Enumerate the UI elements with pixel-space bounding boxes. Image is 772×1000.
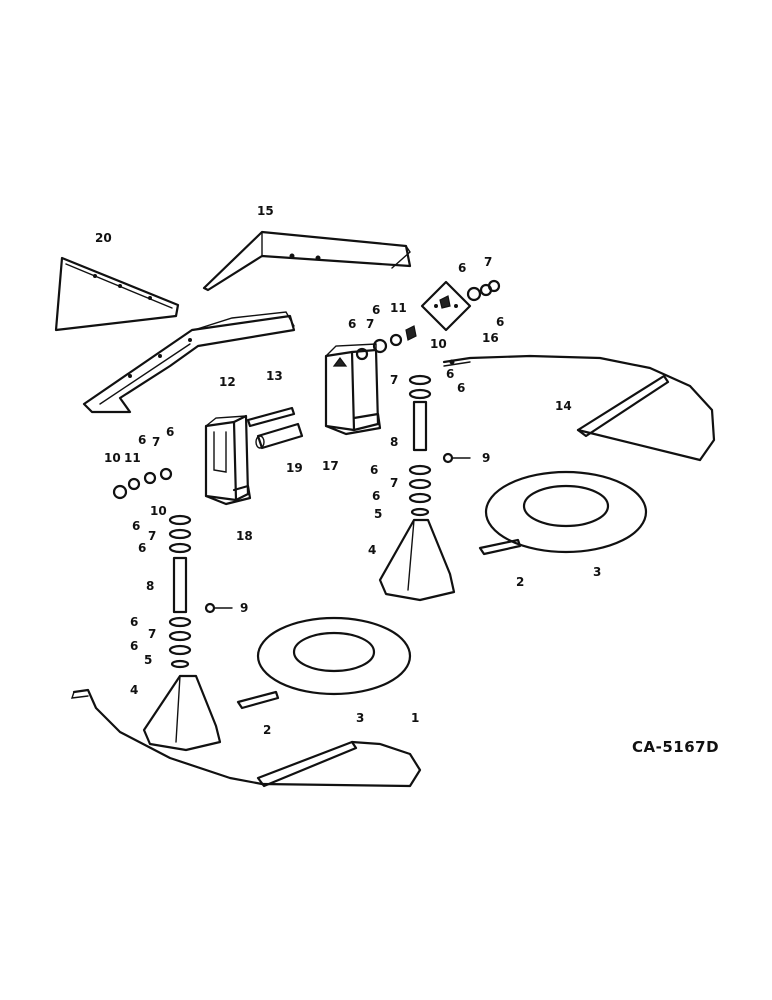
callout-4a: 4: [368, 543, 376, 557]
callout-8b: 8: [146, 579, 154, 593]
callout-10b: 10: [104, 451, 121, 465]
callout-13: 13: [266, 369, 283, 383]
left-column-hardware: [112, 467, 233, 669]
callout-6e: 6: [457, 381, 465, 395]
drawing-code: CA-5167D: [632, 738, 719, 756]
callout-17: 17: [322, 459, 339, 473]
callout-2a: 2: [516, 575, 524, 589]
part-12-lower-shield: [82, 311, 296, 414]
callout-labels: 20 15 12 13 19 18 17 16 14 11 11 10 10 1…: [95, 204, 719, 756]
callout-7e: 7: [152, 435, 160, 449]
callout-6j: 6: [132, 519, 140, 533]
part-4-left-cone: [142, 674, 222, 752]
part-2-upper-bar: [478, 538, 522, 556]
callout-15: 15: [257, 204, 274, 218]
callout-6a: 6: [348, 317, 356, 331]
callout-7b: 7: [484, 255, 492, 269]
callout-16: 16: [482, 331, 499, 345]
part-19-bushing: [255, 422, 304, 450]
part-14-upper-guard: [442, 354, 716, 462]
callout-6c: 6: [458, 261, 466, 275]
callout-6n: 6: [446, 367, 454, 381]
callout-6b: 6: [372, 303, 380, 317]
callout-6h: 6: [138, 433, 146, 447]
callout-11b: 11: [124, 451, 141, 465]
callout-12: 12: [219, 375, 236, 389]
callout-11a: 11: [390, 301, 407, 315]
callout-7d: 7: [390, 476, 398, 490]
callout-3a: 3: [593, 565, 601, 579]
callout-6l: 6: [130, 615, 138, 629]
callout-14: 14: [555, 399, 572, 413]
part-3-lower-ring: [256, 616, 412, 696]
part-20-triangular-frame: [54, 256, 180, 332]
callout-7a: 7: [366, 317, 374, 331]
callout-9b: 9: [240, 601, 248, 615]
callout-7g: 7: [148, 627, 156, 641]
part-18-left-bracket: [204, 414, 252, 506]
callout-7c: 7: [390, 373, 398, 387]
callout-19: 19: [286, 461, 303, 475]
callout-6f: 6: [370, 463, 378, 477]
callout-6k: 6: [138, 541, 146, 555]
callout-6i: 6: [166, 425, 174, 439]
part-3-upper-ring: [484, 470, 648, 554]
callout-7f: 7: [148, 529, 156, 543]
callout-3b: 3: [356, 711, 364, 725]
callout-18: 18: [236, 529, 253, 543]
part-17-right-bracket: [324, 343, 382, 436]
part-1-lower-guard: [70, 688, 422, 788]
callout-2b: 2: [263, 723, 271, 737]
part-2-lower-bar: [236, 690, 280, 710]
callout-10c: 10: [150, 504, 167, 518]
callout-8a: 8: [390, 435, 398, 449]
callout-4b: 4: [130, 683, 138, 697]
callout-10a: 10: [430, 337, 447, 351]
part-16-mounting-plate: [420, 280, 472, 332]
callout-9a: 9: [482, 451, 490, 465]
callout-6g: 6: [372, 489, 380, 503]
right-column-hardware: [355, 279, 501, 517]
callout-5b: 5: [144, 653, 152, 667]
callout-20: 20: [95, 231, 112, 245]
callout-6d: 6: [496, 315, 504, 329]
callout-5a: 5: [374, 507, 382, 521]
callout-1: 1: [411, 711, 419, 725]
part-15-upper-shield: [202, 230, 412, 292]
callout-6m: 6: [130, 639, 138, 653]
part-13-pin: [246, 406, 296, 428]
part-4-right-cone: [378, 518, 456, 602]
